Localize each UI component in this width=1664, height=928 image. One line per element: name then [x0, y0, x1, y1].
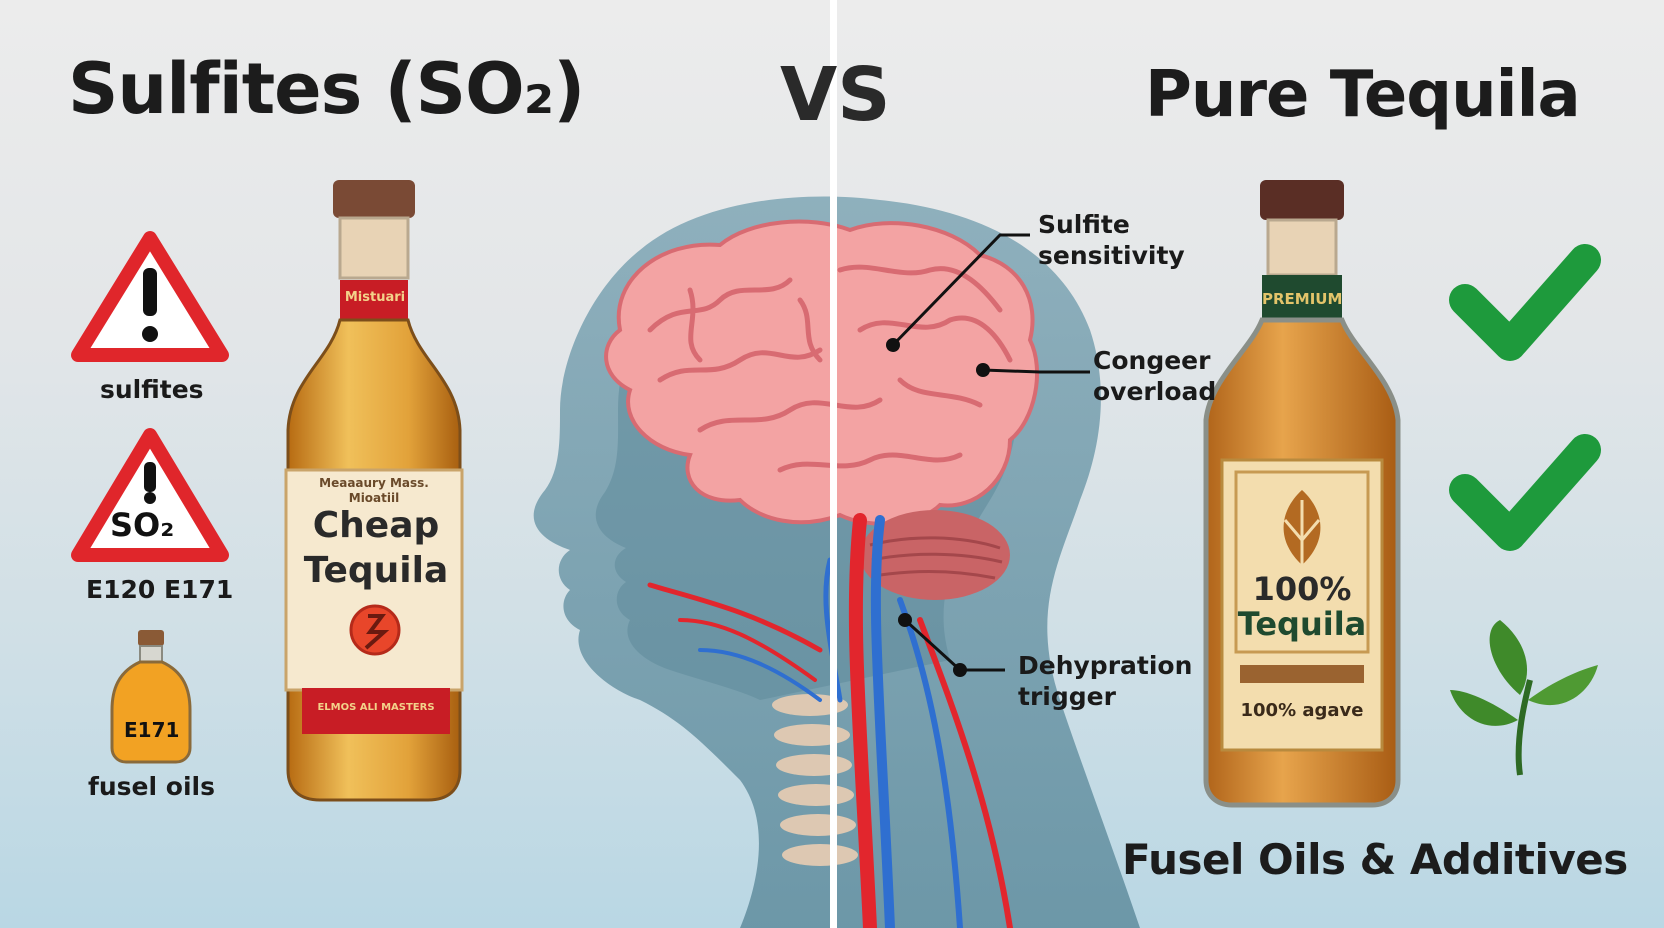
e-numbers-label: E120 E171 — [86, 575, 234, 604]
cheap-bottom-band: ELMOS ALI MASTERS — [317, 702, 435, 713]
small-bottle-icon — [110, 630, 192, 764]
premium-title-line1: 100% — [1252, 570, 1352, 608]
check-icon — [1449, 434, 1601, 551]
premium-tequila-bottle — [1203, 180, 1401, 808]
brain — [604, 219, 1039, 526]
footer-caption: Fusel Oils & Additives — [1122, 835, 1628, 884]
so2-sign-text: SO₂ — [110, 506, 175, 544]
cheap-title-line2: Tequila — [303, 550, 449, 591]
premium-neck-label: PREMIUM — [1262, 290, 1343, 308]
leaf-icon — [1450, 620, 1598, 776]
sulfites-label: sulfites — [100, 375, 204, 404]
cheap-label-top: Meaaaury Mass. Mioatiil — [319, 476, 429, 505]
center-divider — [830, 0, 837, 928]
so2-warning-icon — [71, 428, 229, 562]
annotation-sulfite-sensitivity: Sulfite sensitivity — [1038, 210, 1185, 270]
premium-sub-label: 100% agave — [1240, 700, 1364, 721]
annotation-dehypration-trigger: Dehypration trigger — [1018, 651, 1193, 711]
cheap-tequila-bottle — [284, 180, 464, 802]
small-bottle-label: E171 — [124, 718, 180, 742]
premium-title-line2: Tequila — [1237, 605, 1367, 643]
right-title: Pure Tequila — [1145, 58, 1581, 132]
cheap-title-line1: Cheap — [312, 505, 440, 546]
vs-label: VS — [780, 52, 891, 138]
left-title: Sulfites (SO₂) — [68, 48, 585, 130]
warning-icon — [71, 231, 229, 362]
fusel-oils-label: fusel oils — [88, 772, 215, 801]
cheap-neck-label: Mistuari — [344, 290, 406, 305]
check-icon — [1449, 244, 1601, 361]
annotation-congeer-overload: Congeer overload — [1093, 346, 1217, 406]
